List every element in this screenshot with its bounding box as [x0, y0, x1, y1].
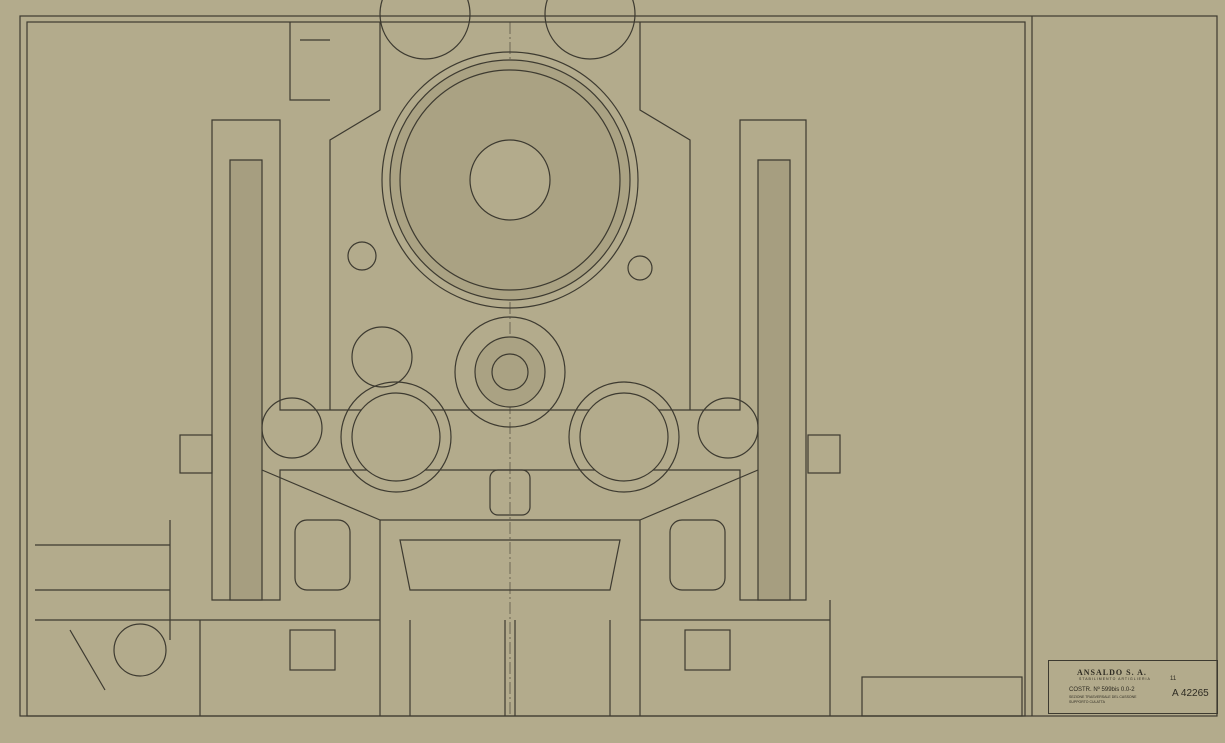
- notes-box: [861, 676, 1023, 717]
- outer-frame: [19, 15, 1218, 717]
- sheet-number: 11: [1170, 676, 1177, 682]
- drawing-frame: [26, 21, 1026, 717]
- description-line-1: SEZIONE TRASVERSALE DEL CASSONE: [1069, 695, 1137, 699]
- construction-number: COSTR. Nº 599bis 0.0-2: [1069, 687, 1135, 693]
- division-name: STABILIMENTO ARTIGLIERIA: [1079, 677, 1151, 681]
- drawing-number: A 42265: [1172, 688, 1209, 699]
- description-line-2: SUPPORTO CULATTA: [1069, 700, 1105, 704]
- breech-circle-outer: [381, 51, 639, 309]
- title-block: ANSALDO S. A. STABILIMENTO ARTIGLIERIA C…: [1048, 660, 1218, 714]
- company-name: ANSALDO S. A.: [1077, 668, 1147, 677]
- casing-outline: [211, 119, 807, 601]
